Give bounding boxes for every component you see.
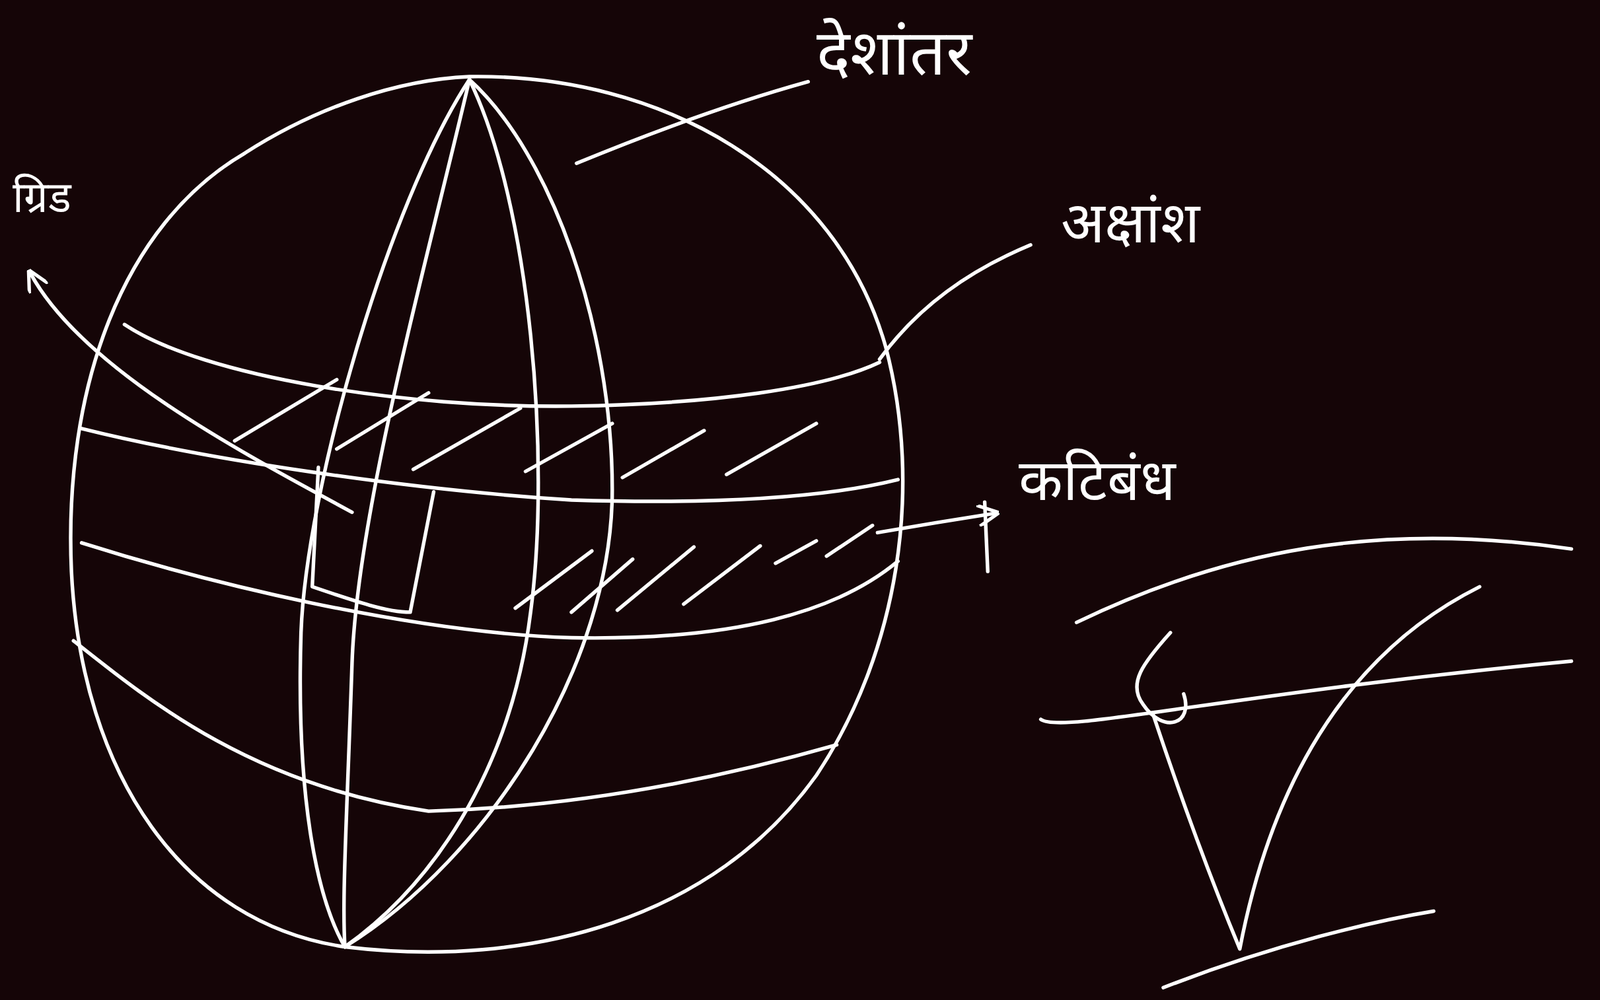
sketch-line xyxy=(1076,538,1572,623)
parallel xyxy=(73,640,837,812)
callout-label: कटिबंध xyxy=(1018,449,1176,513)
sketch-line xyxy=(1041,661,1572,723)
callout-label: ग्रिड xyxy=(12,173,72,222)
callout-label: देशांतर xyxy=(816,18,972,89)
sketch-line xyxy=(1163,910,1434,988)
meridian xyxy=(344,79,539,948)
meridian xyxy=(344,79,470,948)
grid-cell xyxy=(312,467,435,613)
hatching xyxy=(515,525,873,613)
tick-mark xyxy=(984,502,989,572)
parallel xyxy=(81,428,899,502)
leader-arrow xyxy=(877,513,995,533)
leader-line xyxy=(879,245,1031,360)
sketch-line xyxy=(1136,632,1186,723)
parallel xyxy=(124,324,880,407)
hatching xyxy=(234,379,816,478)
meridian xyxy=(344,79,613,948)
leader-arrow xyxy=(30,273,353,512)
meridian xyxy=(299,79,470,948)
leader-line xyxy=(576,81,809,164)
globe-outline xyxy=(70,76,904,952)
sketch-line xyxy=(1152,586,1480,949)
parallel xyxy=(81,543,899,639)
callout-label: अक्षांश xyxy=(1060,191,1200,255)
